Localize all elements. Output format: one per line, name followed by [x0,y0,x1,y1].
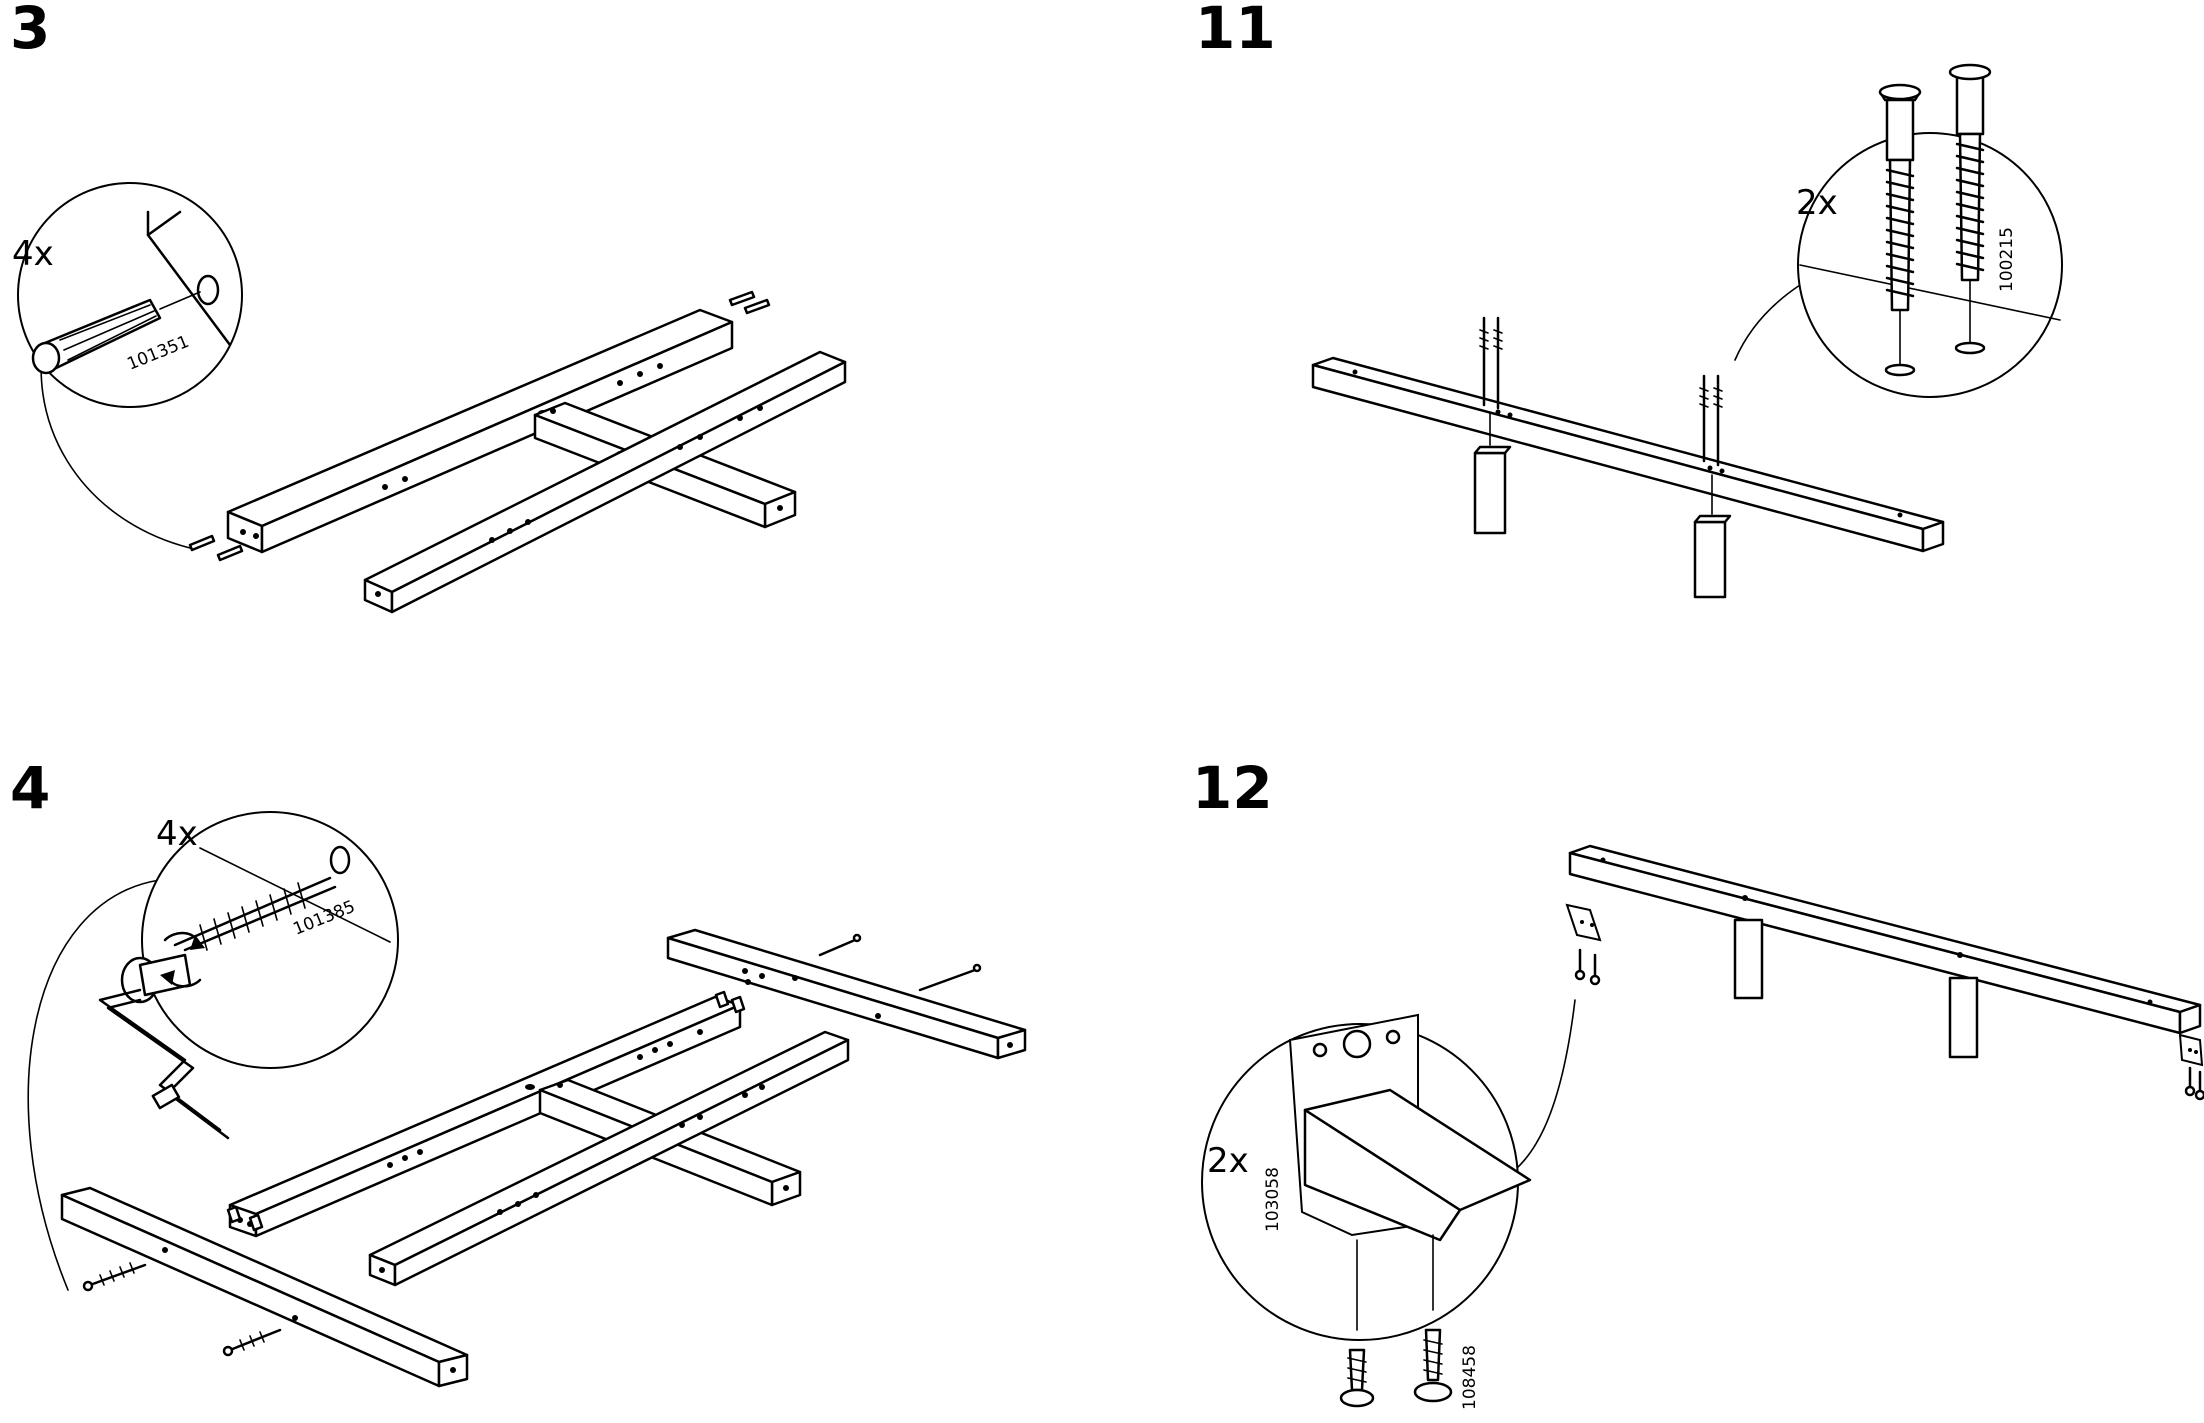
screw-icon [818,933,982,992]
part-number: 103058 [1263,1167,1283,1232]
dowel-icon [31,291,201,375]
long-rail [226,308,734,554]
part-number: 100215 [1997,227,2017,292]
screw-icon [1413,1234,1453,1403]
leg [1733,918,1764,1000]
angle-bracket-icon [1565,903,2204,1067]
lower-rail [363,350,847,614]
detail-circle-bracket: 2x 103058 108458 [1201,999,1576,1410]
lower-rail [368,1030,850,1287]
screw-icon [1574,948,2204,1101]
detail-circle-bolt: 4x 101385 [27,811,399,1291]
rotate-arrow-icon [160,931,205,988]
screw-icon [82,1262,282,1357]
step-number: 4 [10,754,50,822]
step-number: 11 [1195,0,1276,62]
part-number: 108458 [1460,1345,1480,1410]
step-11-panel: 11 2x 10021 [1195,0,2063,599]
step-12-panel: 12 [1192,754,2204,1410]
step-4-panel: 4 4x [10,754,1027,1388]
quantity-label: 4x [12,234,54,274]
bolt-icon [1948,63,1992,355]
step-number: 3 [10,0,50,62]
long-rail [1311,356,1945,553]
detail-circle-dowel: 4x 101351 [12,182,243,549]
quantity-label: 2x [1207,1141,1249,1181]
bolt-icon [1479,316,1723,467]
step-3-panel: 3 4x 101351 [10,0,847,614]
screw-icon [1339,1239,1375,1408]
quantity-label: 4x [156,814,198,854]
front-rail [60,1186,469,1388]
dowel-icon [226,990,746,1232]
detail-circle-bolts: 2x 100215 [1734,63,2063,398]
back-rail [666,928,1027,1060]
quantity-label: 2x [1796,183,1838,223]
bolt-icon [173,876,337,952]
leg [1693,474,1732,599]
leg [1948,976,1979,1059]
dowel-icon [188,290,771,562]
long-rail [1568,844,2202,1035]
bolt-icon [1878,83,1922,377]
step-number: 12 [1192,754,1273,822]
leg [1473,412,1512,535]
